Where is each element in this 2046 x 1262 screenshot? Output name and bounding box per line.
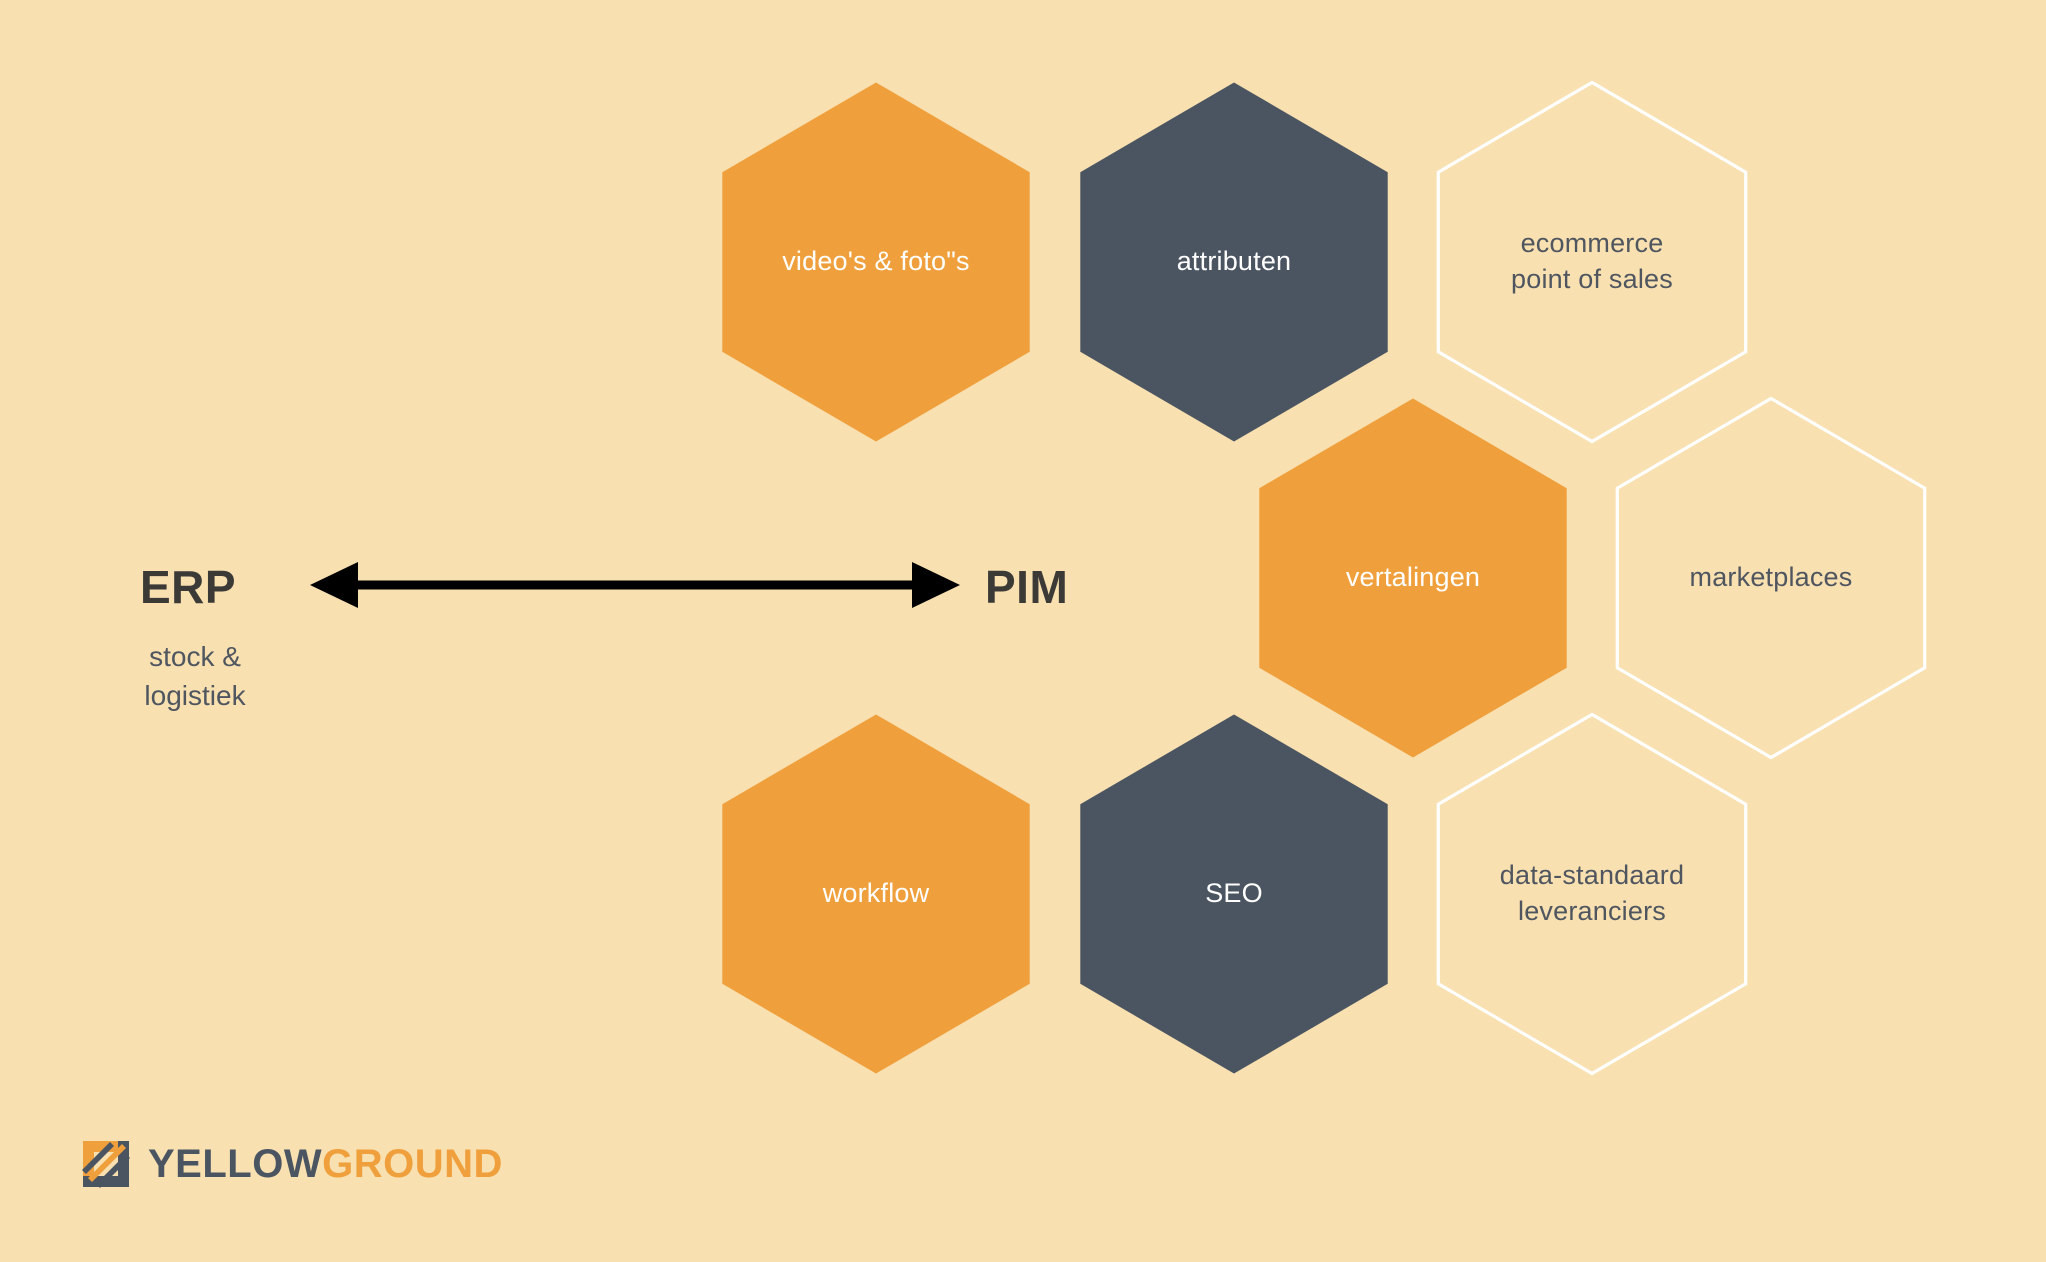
logo-word-yellow: YELLOW [148,1142,323,1186]
hexagon-vertalingen[interactable]: vertalingen [1247,386,1579,770]
double-headed-arrow-icon [310,562,960,608]
hexagon-videos-fotos[interactable]: video's & foto"s [710,70,1042,454]
hexagon-shape [722,82,1030,442]
hexagon-shape [1080,714,1388,1074]
logo-word-ground: GROUND [322,1142,503,1186]
yellowground-logo: YELLOWGROUND [80,1138,503,1190]
hexagon-shape [1426,702,1758,1086]
hexagon-shape [1426,70,1758,454]
hexagon-shape [1259,398,1567,758]
pim-title: PIM [985,561,1069,613]
yellowground-mark-icon [82,1141,130,1188]
hexagon-shape [1080,82,1388,442]
logo-wordmark: YELLOWGROUND [148,1144,503,1184]
erp-subtitle: stock & logistiek [144,641,246,711]
hexagon-workflow[interactable]: workflow [710,702,1042,1086]
hexagon-shape [722,714,1030,1074]
hexagon-shape [1605,386,1937,770]
erp-title: ERP [140,561,237,613]
